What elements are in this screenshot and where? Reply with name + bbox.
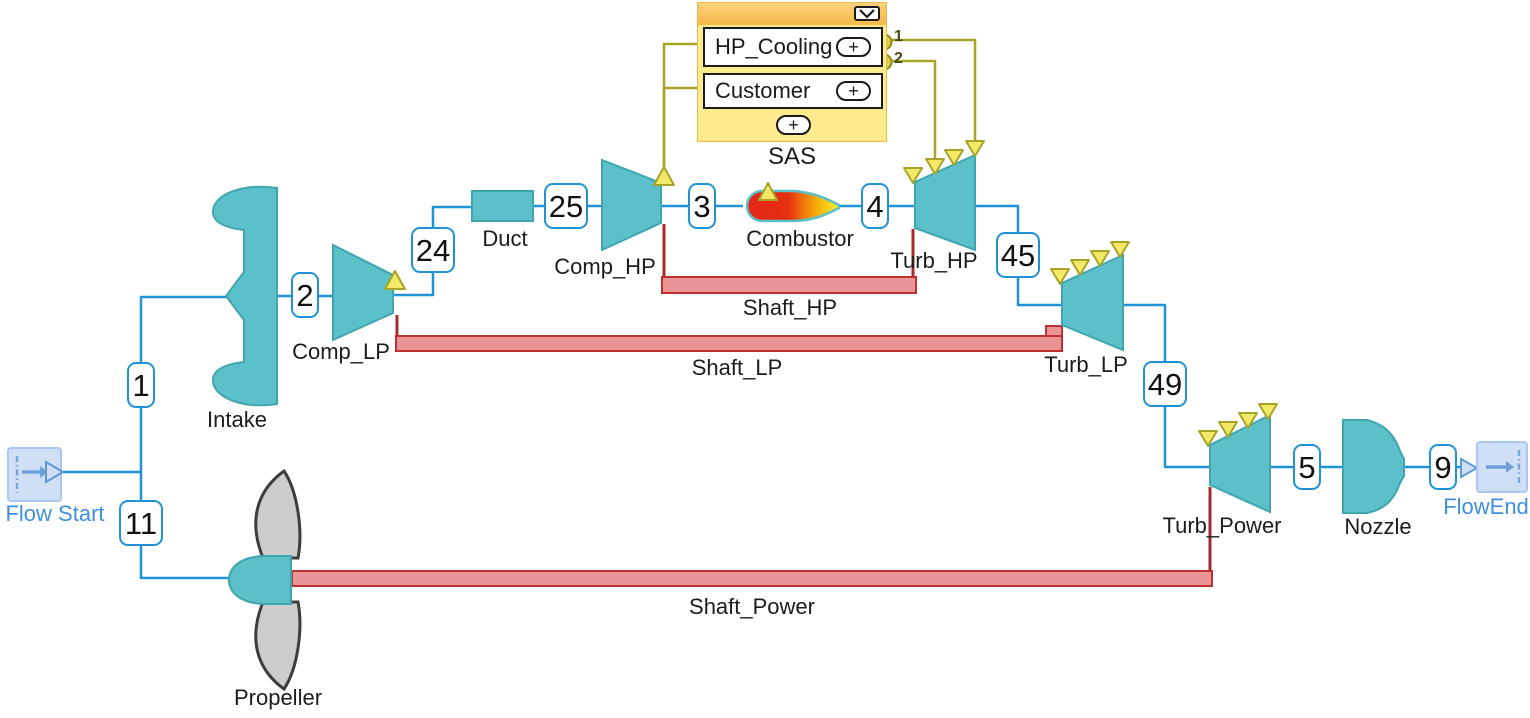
flow-start-arrowhead bbox=[40, 466, 48, 478]
turb-lp-cooling-port-icon[interactable] bbox=[1110, 241, 1130, 258]
turb-power-label: Turb_Power bbox=[1162, 513, 1282, 538]
turb-power-cooling-port-icon[interactable] bbox=[1238, 412, 1258, 429]
propeller-blade-bottom[interactable] bbox=[254, 600, 302, 692]
comp-hp-shape[interactable] bbox=[601, 158, 662, 252]
station-box-45[interactable]: 45 bbox=[996, 232, 1040, 278]
station-box-3[interactable]: 3 bbox=[688, 183, 716, 229]
sas-port-1-number: 1 bbox=[894, 28, 903, 45]
turb-power-shape[interactable] bbox=[1209, 413, 1271, 514]
station-box-5[interactable]: 5 bbox=[1293, 444, 1321, 490]
turb-power-cooling-port-icon[interactable] bbox=[1258, 403, 1278, 420]
propeller-blade-top[interactable] bbox=[254, 468, 302, 560]
turb-hp-cooling-port-icon[interactable] bbox=[944, 149, 964, 166]
turb-power-cooling-port-icon[interactable] bbox=[1198, 430, 1218, 447]
plus-icon: + bbox=[788, 115, 799, 135]
sas-row-label: HP_Cooling bbox=[715, 34, 833, 59]
comp-hp-bleed-port-icon[interactable] bbox=[653, 166, 675, 186]
shaft-power-bar[interactable] bbox=[291, 570, 1213, 587]
station-box-1[interactable]: 1 bbox=[127, 362, 155, 408]
bleed-line-hpcooling-comphp bbox=[662, 42, 697, 168]
turb-hp-cooling-port-icon[interactable] bbox=[925, 158, 945, 175]
propeller-hub[interactable] bbox=[227, 555, 292, 605]
shaft-lp-label: Shaft_LP bbox=[691, 355, 783, 380]
station-box-25[interactable]: 25 bbox=[544, 183, 588, 229]
shaft-link-lines bbox=[395, 224, 1212, 571]
flow-end-inlet-triangle[interactable] bbox=[1460, 457, 1480, 479]
shaft-lp-bar[interactable] bbox=[395, 335, 1063, 352]
station-box-2[interactable]: 2 bbox=[291, 272, 319, 318]
station-box-49[interactable]: 49 bbox=[1143, 361, 1187, 407]
combustor-fuel-port-icon[interactable] bbox=[758, 182, 778, 201]
turb-lp-shape[interactable] bbox=[1061, 253, 1124, 352]
flow-start-label: Flow Start bbox=[5, 501, 105, 526]
duct-shape[interactable] bbox=[471, 190, 534, 222]
station-box-11[interactable]: 11 bbox=[119, 500, 163, 546]
turb-lp-cooling-port-icon[interactable] bbox=[1070, 259, 1090, 276]
intake-label: Intake bbox=[207, 407, 267, 432]
station-box-4[interactable]: 4 bbox=[861, 183, 889, 229]
bleed-line-port2-turbhp bbox=[891, 59, 937, 160]
sas-label: SAS bbox=[767, 143, 817, 170]
sas-block[interactable]: HP_Cooling + Customer + + bbox=[697, 2, 887, 142]
comp-lp-label: Comp_LP bbox=[292, 339, 390, 364]
flow-end-icon[interactable] bbox=[1460, 441, 1528, 493]
comp-hp-label: Comp_HP bbox=[554, 254, 656, 279]
duct-label: Duct bbox=[482, 226, 528, 251]
station-box-24[interactable]: 24 bbox=[411, 227, 455, 273]
plus-icon: + bbox=[848, 37, 859, 57]
station-box-9[interactable]: 9 bbox=[1429, 444, 1457, 490]
sas-row-label: Customer bbox=[715, 78, 811, 103]
sas-row-expand-button[interactable]: + bbox=[836, 81, 871, 101]
flow-end-arrowhead bbox=[1506, 461, 1514, 473]
turb-hp-shape[interactable] bbox=[914, 153, 976, 252]
shaft-power-label: Shaft_Power bbox=[689, 594, 815, 619]
sas-header bbox=[698, 3, 886, 25]
sas-port-2-number: 2 bbox=[894, 50, 903, 67]
bleed-line-port1-turbhp bbox=[891, 38, 977, 142]
flow-end-label: FlowEnd bbox=[1443, 494, 1529, 519]
turb-hp-label: Turb_HP bbox=[890, 248, 978, 273]
turb-hp-cooling-port-icon[interactable] bbox=[965, 140, 985, 157]
shaft-hp-bar[interactable] bbox=[661, 276, 917, 294]
nozzle-shape[interactable] bbox=[1342, 419, 1405, 514]
sas-row-expand-button[interactable]: + bbox=[836, 37, 871, 57]
chevron-down-icon bbox=[859, 9, 875, 19]
turb-power-cooling-port-icon[interactable] bbox=[1218, 421, 1238, 438]
flow-line-trunk bbox=[139, 295, 232, 580]
sas-row-customer[interactable]: Customer + bbox=[703, 73, 883, 109]
flow-start-icon[interactable] bbox=[7, 447, 65, 502]
shaft-hp-label: Shaft_HP bbox=[742, 295, 838, 320]
nozzle-label: Nozzle bbox=[1344, 514, 1412, 539]
sas-row-hp-cooling[interactable]: HP_Cooling + bbox=[703, 27, 883, 67]
combustor-label: Combustor bbox=[746, 226, 854, 251]
flow-start-box[interactable] bbox=[7, 447, 62, 502]
intake-shape[interactable] bbox=[212, 185, 278, 407]
turb-lp-label: Turb_LP bbox=[1044, 352, 1128, 377]
propeller-label: Propeller bbox=[233, 685, 323, 710]
sas-add-row-button[interactable]: + bbox=[776, 115, 811, 135]
comp-lp-shape[interactable] bbox=[332, 243, 394, 342]
bleed-lines bbox=[662, 38, 977, 168]
sas-collapse-button[interactable] bbox=[854, 6, 880, 21]
turb-lp-cooling-port-icon[interactable] bbox=[1050, 268, 1070, 285]
bleed-line-customer-comphp bbox=[662, 86, 697, 168]
flow-start-outlet-triangle[interactable] bbox=[45, 460, 65, 484]
turb-hp-cooling-port-icon[interactable] bbox=[903, 167, 923, 184]
plus-icon: + bbox=[848, 81, 859, 101]
turb-lp-cooling-port-icon[interactable] bbox=[1090, 250, 1110, 267]
comp-lp-bleed-port-icon[interactable] bbox=[384, 270, 406, 290]
